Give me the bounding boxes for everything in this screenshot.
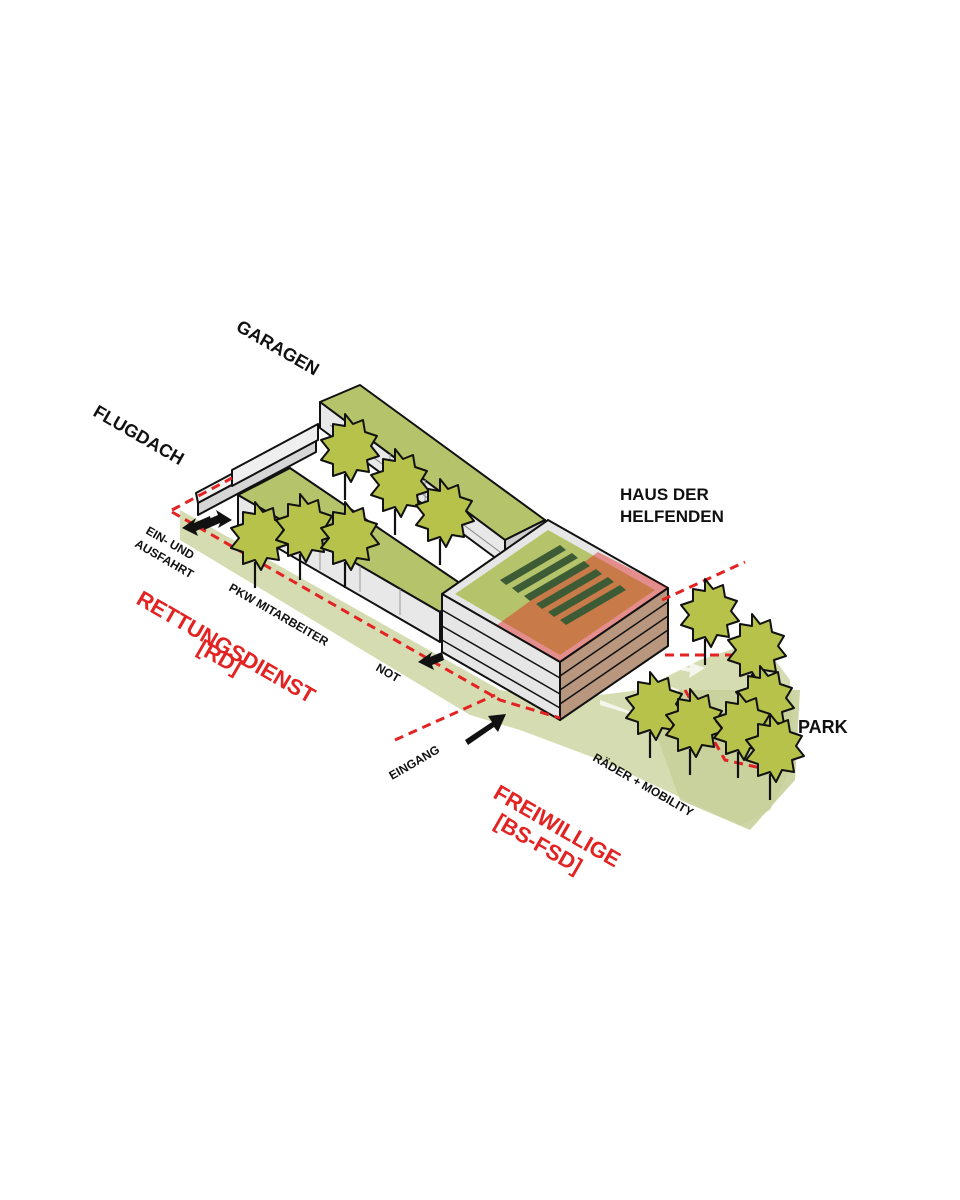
label-haus-line1: HAUS DER — [620, 485, 709, 504]
arrow-icon — [182, 510, 506, 745]
flugdach-canopy — [195, 423, 319, 516]
label-haus-line2: HELFENDEN — [620, 507, 724, 526]
label-eingang: EINGANG — [387, 742, 443, 782]
label-park: PARK — [798, 717, 848, 737]
label-garagen: GARAGEN — [233, 316, 323, 379]
solar-panel-icon — [500, 545, 626, 625]
haus-der-helfenden — [441, 519, 669, 722]
label-flugdach: FLUGDACH — [90, 401, 187, 469]
